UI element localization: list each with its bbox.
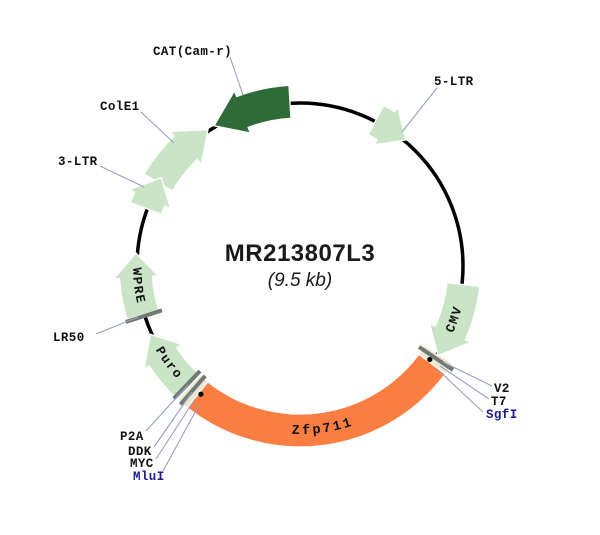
label-p2a: P2A bbox=[120, 430, 144, 444]
label-t7: T7 bbox=[491, 395, 507, 409]
leader-line-ddk bbox=[153, 391, 193, 448]
tick-cmv-junction bbox=[417, 345, 455, 372]
leader-line-cole1 bbox=[140, 111, 175, 144]
label-3-ltr: 3-LTR bbox=[58, 155, 98, 169]
leader-line-mlui bbox=[162, 404, 200, 472]
leader-line-cat-cam-r bbox=[229, 56, 244, 96]
tick-p2a bbox=[172, 369, 202, 400]
leader-line-p2a bbox=[145, 384, 189, 432]
label-lr50: LR50 bbox=[53, 331, 85, 345]
label-cat-cam-r: CAT(Cam-r) bbox=[153, 45, 232, 59]
leader-line-5-ltr bbox=[401, 87, 438, 133]
leader-line-lr50 bbox=[95, 316, 139, 335]
label-mlui: MluI bbox=[133, 470, 165, 484]
feature-5-ltr bbox=[367, 104, 407, 146]
feature-wpre bbox=[111, 252, 160, 321]
label-ddk: DDK bbox=[128, 445, 152, 459]
tick-ddk bbox=[178, 374, 207, 406]
label-myc: MYC bbox=[130, 457, 154, 471]
feature-zfp711 bbox=[186, 353, 447, 448]
feature-cmv bbox=[428, 282, 481, 357]
feature-cat-cam-r bbox=[213, 84, 292, 134]
leader-line-myc bbox=[155, 398, 196, 460]
feature-cole1 bbox=[143, 128, 209, 192]
label-5-ltr: 5-LTR bbox=[434, 75, 474, 89]
label-v2: V2 bbox=[494, 382, 510, 396]
label-sgfi: SgfI bbox=[486, 408, 518, 422]
leader-line-v2 bbox=[442, 361, 493, 387]
dot-sgfi bbox=[427, 356, 433, 363]
feature-3-ltr bbox=[127, 176, 172, 216]
leader-line-t7 bbox=[439, 365, 490, 400]
dot-mlui bbox=[198, 391, 204, 397]
leader-line-3-ltr bbox=[99, 165, 145, 188]
leader-line-sgfi bbox=[436, 368, 484, 413]
label-cole1: ColE1 bbox=[100, 100, 140, 114]
